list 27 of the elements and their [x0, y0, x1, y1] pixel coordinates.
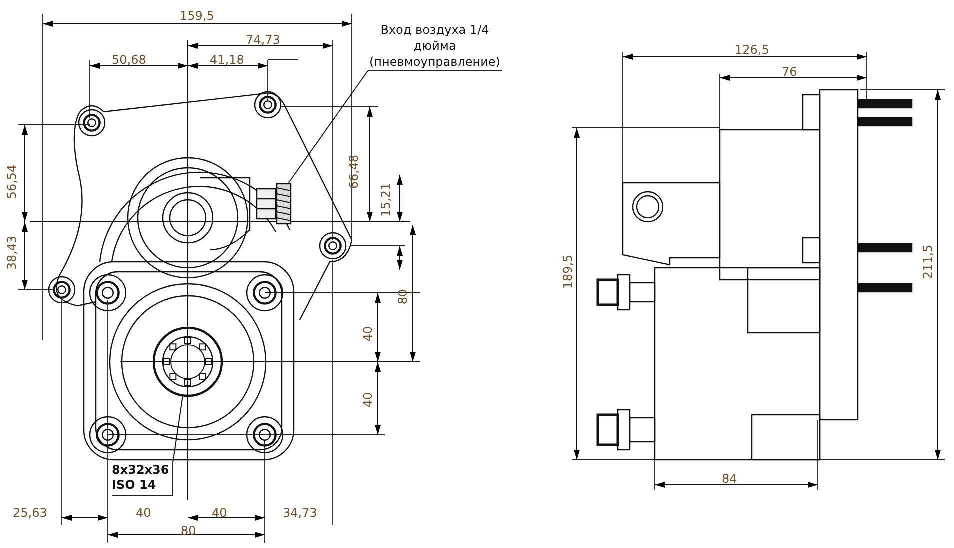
dimension-value: 40	[136, 506, 152, 520]
callout-text: Вход воздуха 1/4 дюйма (пневмоуправление)	[368, 22, 502, 71]
dimension-value: 34,73	[283, 506, 318, 520]
dimension-value: 66,48	[347, 154, 361, 190]
dimension-value: 76	[782, 65, 798, 79]
dimension-value: 74,73	[246, 33, 280, 47]
dimension-value: 40	[361, 392, 375, 408]
spline-spec-text: 8x32x36 ISO 14	[112, 463, 173, 496]
dimension-value: 56,54	[5, 164, 19, 200]
dimension-value: 15,21	[379, 182, 393, 218]
dimension-value: 80	[181, 524, 196, 538]
dimension-value: 40	[212, 506, 228, 520]
leader-line	[172, 396, 184, 464]
spline-shaft-drawing	[153, 327, 223, 397]
dimension-value: 38,43	[5, 236, 19, 270]
dimension-value: 189,5	[561, 254, 575, 290]
dimension-value: 40	[361, 326, 375, 342]
dimension-value: 25,63	[13, 506, 48, 520]
dimension-value: 84	[722, 472, 738, 486]
dimension-value: 126,5	[735, 43, 770, 57]
dimension-value: 159,5	[180, 9, 214, 23]
dimension-value: 50,68	[112, 53, 146, 67]
dimension-value: 80	[396, 289, 410, 305]
dimension-value: 211,5	[921, 244, 935, 280]
leader-line	[288, 70, 368, 184]
dimension-value: 41,18	[210, 53, 244, 67]
air-inlet-port-drawing	[256, 183, 292, 225]
